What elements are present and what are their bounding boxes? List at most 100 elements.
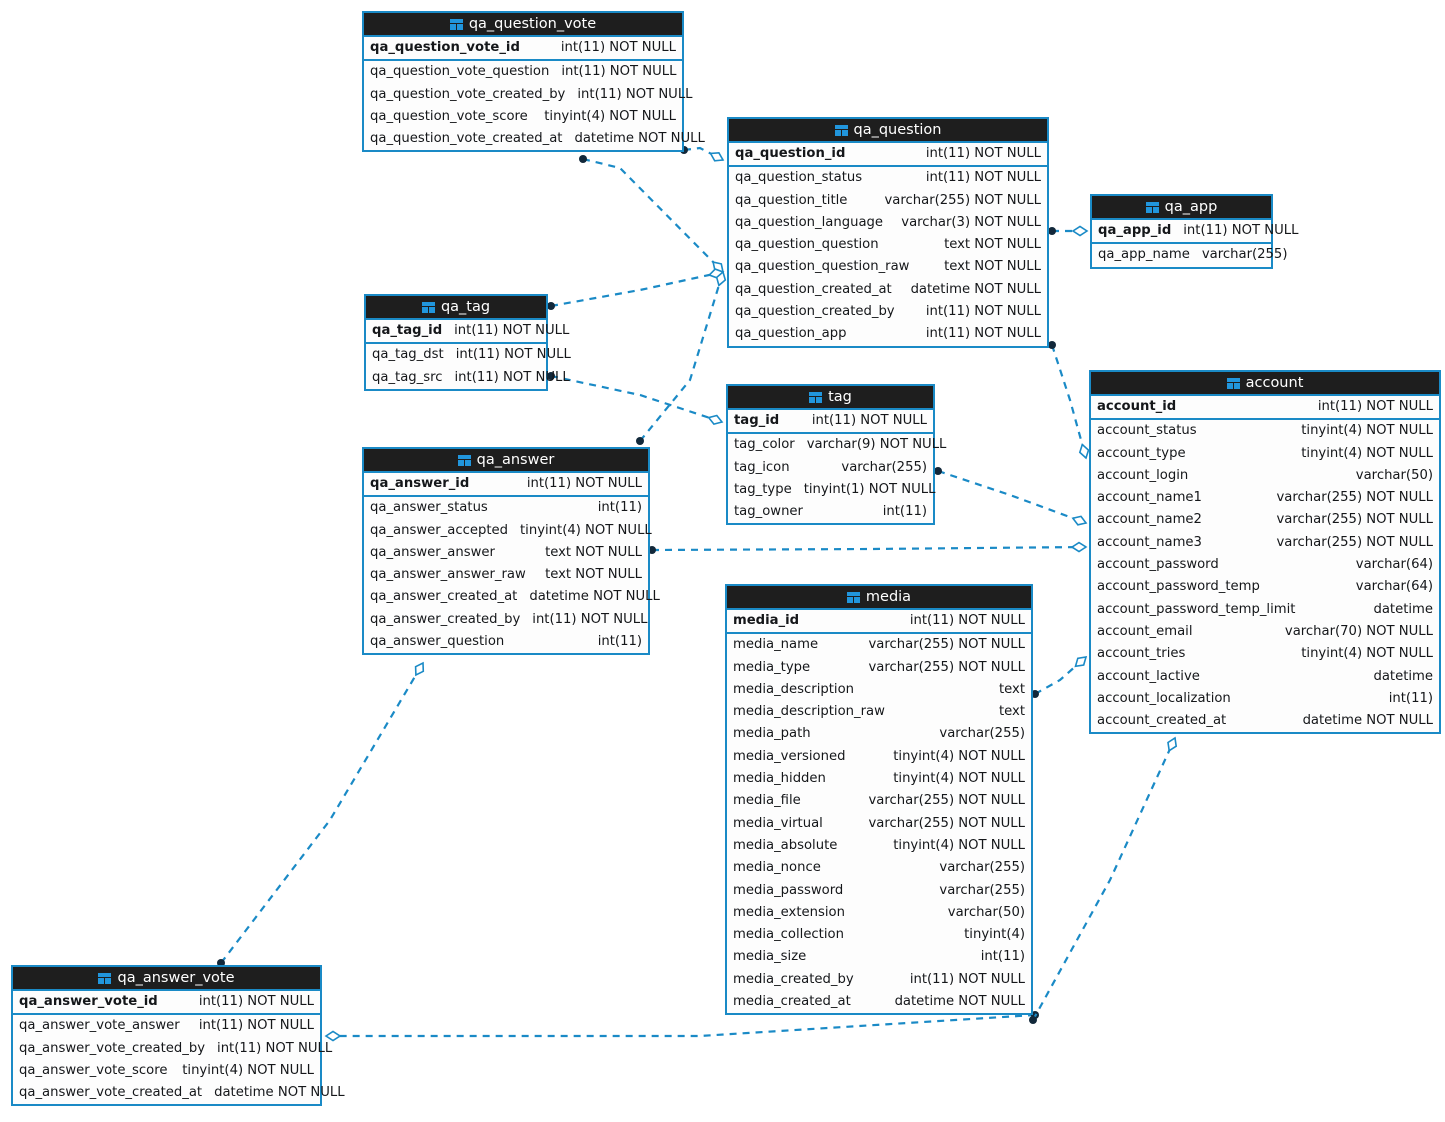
relationship-connector[interactable] — [547, 372, 724, 426]
entity-title-bar[interactable]: media — [727, 586, 1031, 610]
relationship-connector[interactable] — [324, 1011, 1039, 1042]
relationship-connector[interactable] — [648, 541, 1088, 554]
relationship-connector[interactable] — [1048, 341, 1090, 460]
relationship-connector[interactable] — [217, 661, 425, 967]
entity-title-bar[interactable]: qa_answer — [364, 449, 648, 473]
entity-title-bar[interactable]: tag — [728, 386, 933, 410]
entity-title-bar[interactable]: qa_answer_vote — [13, 967, 320, 991]
relationship-connector[interactable] — [1029, 736, 1178, 1024]
relationship-connector[interactable] — [1031, 656, 1088, 698]
relationship-connector[interactable] — [579, 155, 725, 274]
relationship-connector[interactable] — [636, 270, 727, 445]
entity-title-bar[interactable]: qa_tag — [366, 296, 546, 320]
entity-title-bar[interactable]: qa_question_vote — [364, 13, 682, 37]
relationship-connector[interactable] — [547, 268, 725, 310]
entity-title-bar[interactable]: qa_app — [1092, 196, 1271, 220]
relationship-connector[interactable] — [934, 467, 1088, 526]
entity-title-bar[interactable]: qa_question — [729, 119, 1047, 143]
relationship-connector[interactable] — [1048, 225, 1089, 237]
entity-title-bar[interactable]: account — [1091, 372, 1439, 396]
